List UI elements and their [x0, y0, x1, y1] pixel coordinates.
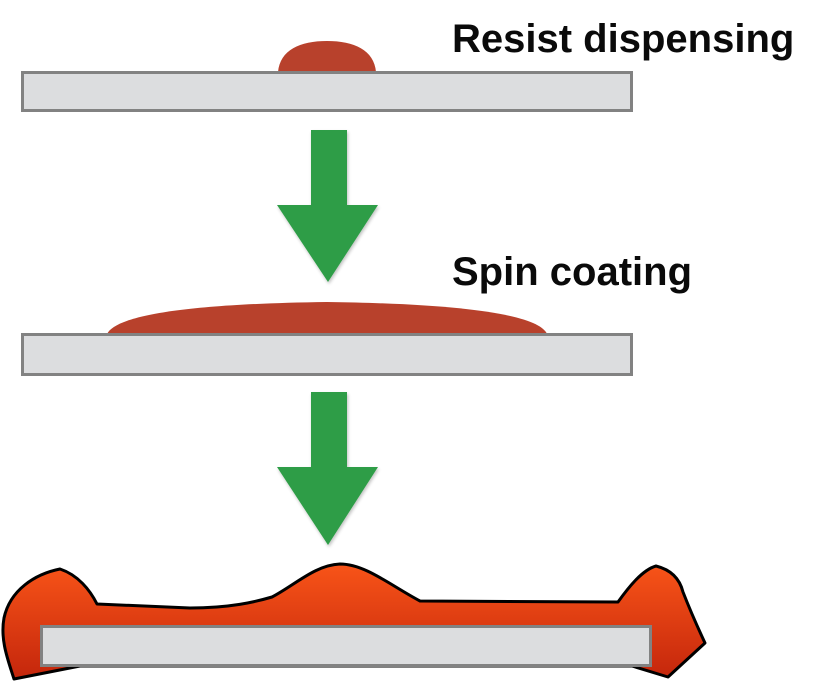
- step-result-uneven-resist: [1, 562, 707, 681]
- resist-film: [107, 302, 547, 334]
- substrate-wafer-1: [21, 71, 633, 112]
- label-resist-dispensing: Resist dispensing: [452, 17, 794, 61]
- down-arrow-icon: [277, 130, 378, 282]
- substrate-wafer-2: [21, 333, 633, 376]
- label-spin-coating: Spin coating: [452, 250, 692, 294]
- resist-droplet: [278, 41, 376, 72]
- step-resist-dispensing: Resist dispensing: [21, 17, 794, 112]
- substrate-wafer-3: [40, 625, 652, 667]
- step-spin-coating: Spin coating: [21, 250, 692, 376]
- down-arrow-icon: [277, 392, 378, 545]
